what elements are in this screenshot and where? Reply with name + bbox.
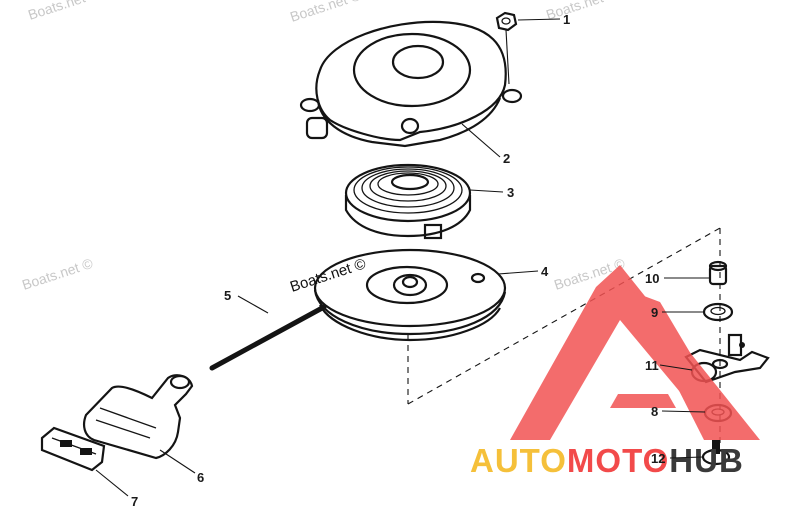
callout-4: 4	[541, 264, 549, 279]
callout-12: 12	[651, 451, 665, 466]
leader-lines	[95, 18, 710, 497]
watermark-text: Boats.net ©	[288, 0, 363, 25]
part-3-recoil-spring	[344, 163, 472, 240]
watermark-text: Boats.net ©	[20, 255, 95, 293]
part-2-starter-housing	[299, 20, 523, 148]
logo-text-auto: AUTO	[470, 442, 567, 479]
callout-1: 1	[563, 12, 570, 27]
logo-text-moto: MOTO	[567, 442, 669, 479]
callout-3: 3	[507, 185, 514, 200]
callout-11: 11	[645, 358, 659, 373]
part-7-handle-insert	[40, 426, 106, 472]
watermark-text: Boats.net ©	[26, 0, 101, 23]
part-5-starter-rope	[209, 304, 327, 371]
logo-text-hub: HUB	[669, 442, 744, 479]
part-6-starter-handle	[83, 374, 194, 460]
part-9-washer	[702, 302, 734, 322]
callout-9: 9	[651, 305, 658, 320]
callout-7: 7	[131, 494, 138, 509]
automotohub-logo	[510, 265, 760, 440]
watermark-text-dark: Boats.net ©	[288, 255, 368, 295]
part-1-nut	[495, 11, 518, 32]
callout-6: 6	[197, 470, 204, 485]
callout-2: 2	[503, 151, 510, 166]
part-4-rope-pulley	[313, 248, 507, 342]
callout-5: 5	[224, 288, 231, 303]
callout-10: 10	[645, 271, 659, 286]
callout-labels: 1 2 3 4 5 6 7 8 9 10 11 12	[131, 12, 665, 509]
callout-8: 8	[651, 404, 658, 419]
logo-text: AUTOMOTOHUB	[470, 442, 744, 479]
watermark-group: Boats.net © Boats.net © Boats.net © Boat…	[20, 0, 627, 296]
part-10-bushing	[708, 260, 728, 286]
